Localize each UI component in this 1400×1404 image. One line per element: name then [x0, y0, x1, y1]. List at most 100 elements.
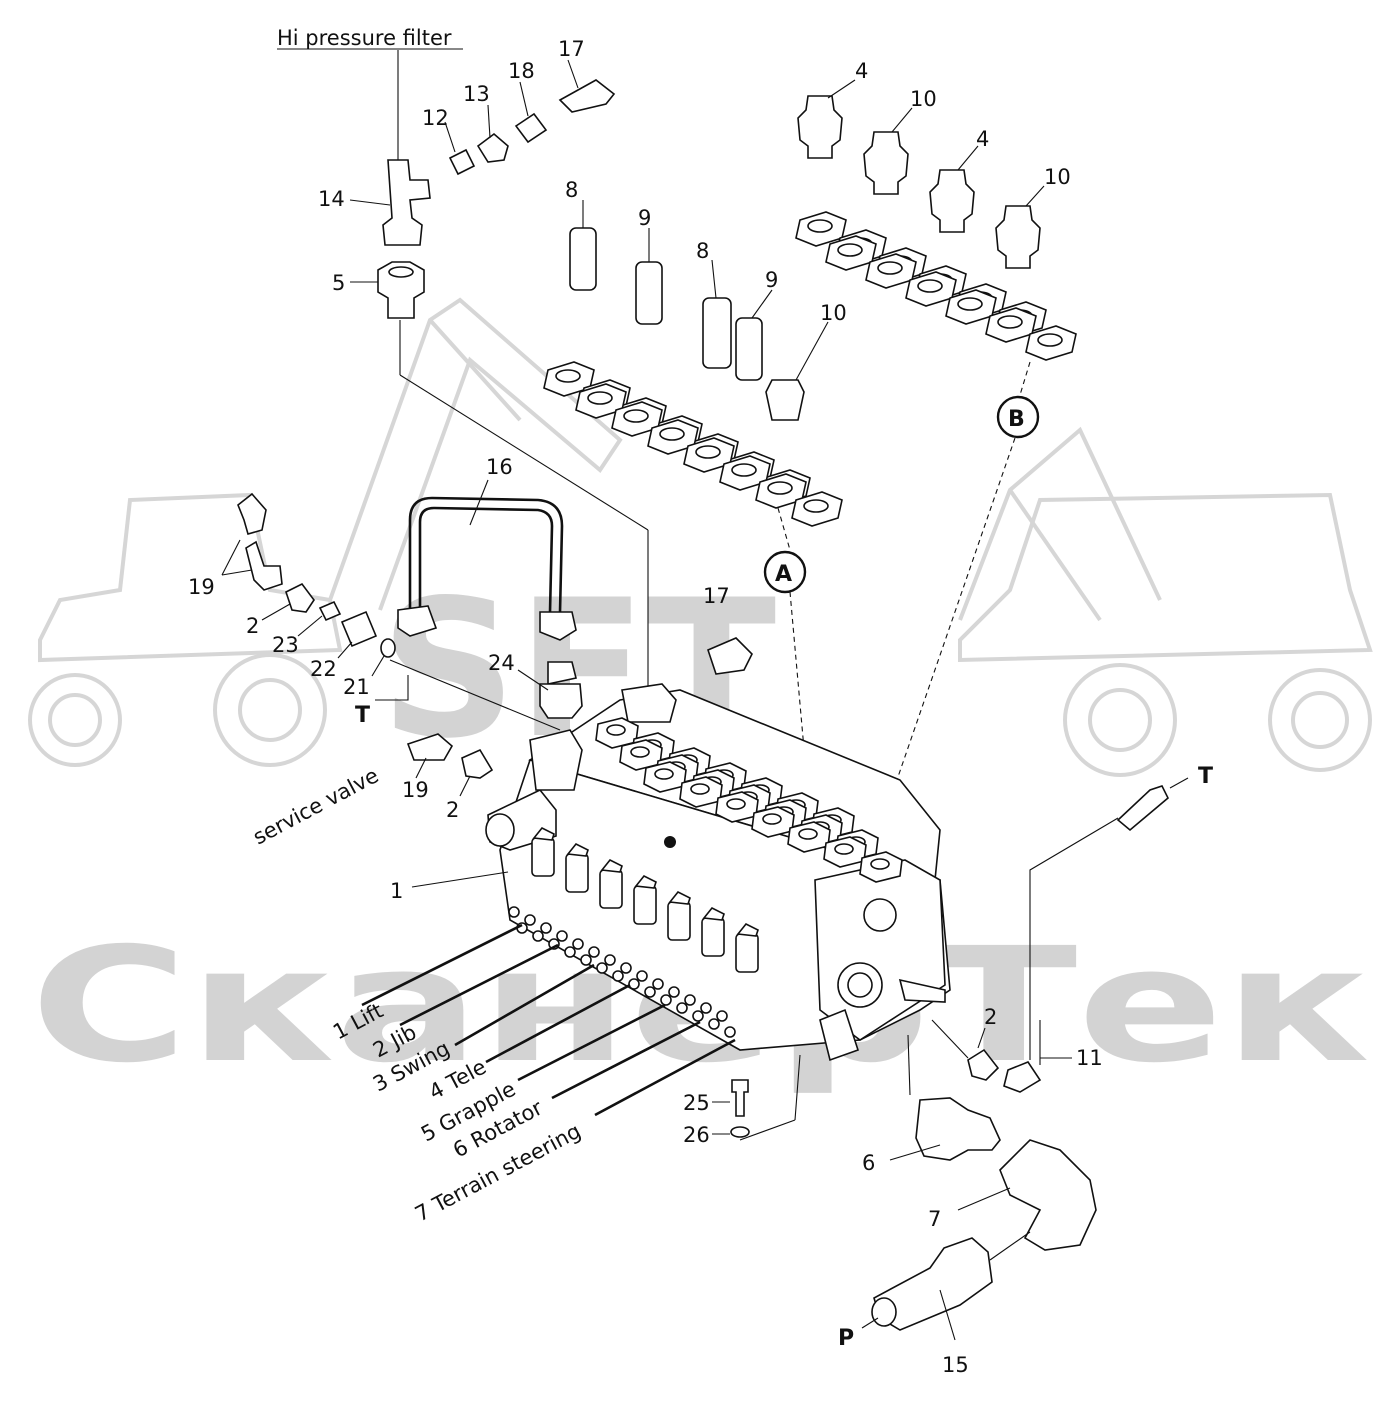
- block-bolt: [716, 1010, 728, 1022]
- label-23: 23: [272, 633, 299, 657]
- block-spool-cap: [634, 874, 657, 889]
- left-fittings: 19 2 23 22 21 16 24 17 T: [188, 455, 753, 731]
- fitting-12: [448, 148, 476, 176]
- block-spool: [565, 853, 589, 893]
- block-spool: [599, 869, 623, 909]
- label-9a: 9: [638, 206, 651, 230]
- group-b-seat-bore: [1037, 333, 1063, 347]
- adapter-15: [873, 1237, 993, 1331]
- pipe-16-nut-left: [397, 605, 438, 637]
- port-t-left: T: [355, 703, 370, 728]
- group-a-seat-bore: [587, 391, 613, 405]
- sensor-17: [558, 79, 616, 113]
- label-17-mid: 17: [703, 584, 730, 608]
- group-b-seat-bore: [807, 219, 833, 233]
- bolt-25: [731, 1079, 749, 1117]
- label-9b: 9: [765, 268, 778, 292]
- label-14: 14: [318, 187, 345, 211]
- block-bolt: [644, 986, 656, 998]
- filter-group: Hi pressure filter 14 5 12 13 18 17: [277, 26, 649, 690]
- label-1: 1: [390, 879, 403, 903]
- label-21: 21: [343, 675, 370, 699]
- fitting-2-service: [461, 748, 494, 779]
- fitting-2-left: [285, 582, 315, 613]
- fitting-8b: [702, 297, 732, 369]
- service-valve-label: service valve: [249, 763, 382, 849]
- group-a-seat-bore: [731, 463, 757, 477]
- fitting-10a: [765, 379, 805, 421]
- block-bolt: [532, 930, 544, 942]
- adapter-24: [539, 683, 583, 719]
- block-bolt: [588, 946, 600, 958]
- group-a-seat-bore: [803, 499, 829, 513]
- group-a-seat-bore: [659, 427, 685, 441]
- adapter-18: [514, 112, 548, 144]
- control-valve-block: 1: [390, 683, 951, 1062]
- fitting-10b: [863, 131, 909, 195]
- label-12: 12: [422, 106, 449, 130]
- fitting-10c: [995, 205, 1041, 269]
- fitting-23: [318, 600, 342, 622]
- label-2-service: 2: [446, 798, 459, 822]
- elbow-19a: [237, 492, 267, 535]
- block-bolt: [636, 970, 648, 982]
- block-spool-cap: [532, 826, 555, 841]
- block-spool: [633, 885, 657, 925]
- group-b-fittings: 4 10 4 10 B: [795, 59, 1077, 801]
- filter-tee: [382, 159, 431, 246]
- block-bolt: [692, 1010, 704, 1022]
- port-p: P: [838, 1326, 854, 1351]
- group-b-seat-bore: [917, 279, 943, 293]
- fitting-2-right: [967, 1048, 1000, 1081]
- inlet-cap: [529, 729, 583, 791]
- group-b-seat-bore: [877, 261, 903, 275]
- label-26: 26: [683, 1123, 710, 1147]
- elbow-19b: [245, 540, 283, 591]
- label-18: 18: [508, 59, 535, 83]
- callout-b-label: B: [1008, 407, 1025, 432]
- fitting-9a: [635, 261, 663, 325]
- label-7: 7: [928, 1207, 941, 1231]
- block-bolt: [628, 978, 640, 990]
- fitting-9b: [735, 317, 763, 381]
- block-spool-cap: [600, 858, 623, 873]
- group-b-seat-bore: [997, 315, 1023, 329]
- label-19-left: 19: [188, 575, 215, 599]
- oring-21: [380, 638, 396, 658]
- label-10c: 10: [1044, 165, 1071, 189]
- washer-26: [730, 1126, 750, 1138]
- label-2-left: 2: [246, 614, 259, 638]
- block-port-bore: [654, 768, 674, 780]
- label-25: 25: [683, 1091, 710, 1115]
- filter-title: Hi pressure filter: [277, 26, 452, 50]
- block-bolt: [676, 1002, 688, 1014]
- fitting-8a: [569, 227, 597, 291]
- fitting-4b: [929, 169, 975, 233]
- label-24: 24: [488, 651, 515, 675]
- block-port-bore: [834, 843, 854, 855]
- block-spool-cap: [702, 906, 725, 921]
- label-10a: 10: [820, 301, 847, 325]
- block-bolt: [596, 962, 608, 974]
- block-bolt: [700, 1002, 712, 1014]
- label-17-top: 17: [558, 37, 585, 61]
- block-bolt: [556, 930, 568, 942]
- block-spool-cap: [668, 890, 691, 905]
- fitting-4a: [797, 95, 843, 159]
- port-t-right: T: [1198, 764, 1213, 789]
- block-bolt: [660, 994, 672, 1006]
- block-port-bore: [690, 783, 710, 795]
- label-8a: 8: [565, 178, 578, 202]
- block-bolt: [724, 1026, 736, 1038]
- block-bolts: [508, 906, 736, 1038]
- label-19-service: 19: [402, 778, 429, 802]
- label-13: 13: [463, 82, 490, 106]
- block-bolt: [572, 938, 584, 950]
- block-bolt: [604, 954, 616, 966]
- block-spool-cap: [566, 842, 589, 857]
- group-b-seat-bore: [837, 243, 863, 257]
- group-a-fittings: 8 9 8 9 10 A: [543, 178, 847, 761]
- block-bolt: [684, 994, 696, 1006]
- block-port-bore: [630, 746, 650, 758]
